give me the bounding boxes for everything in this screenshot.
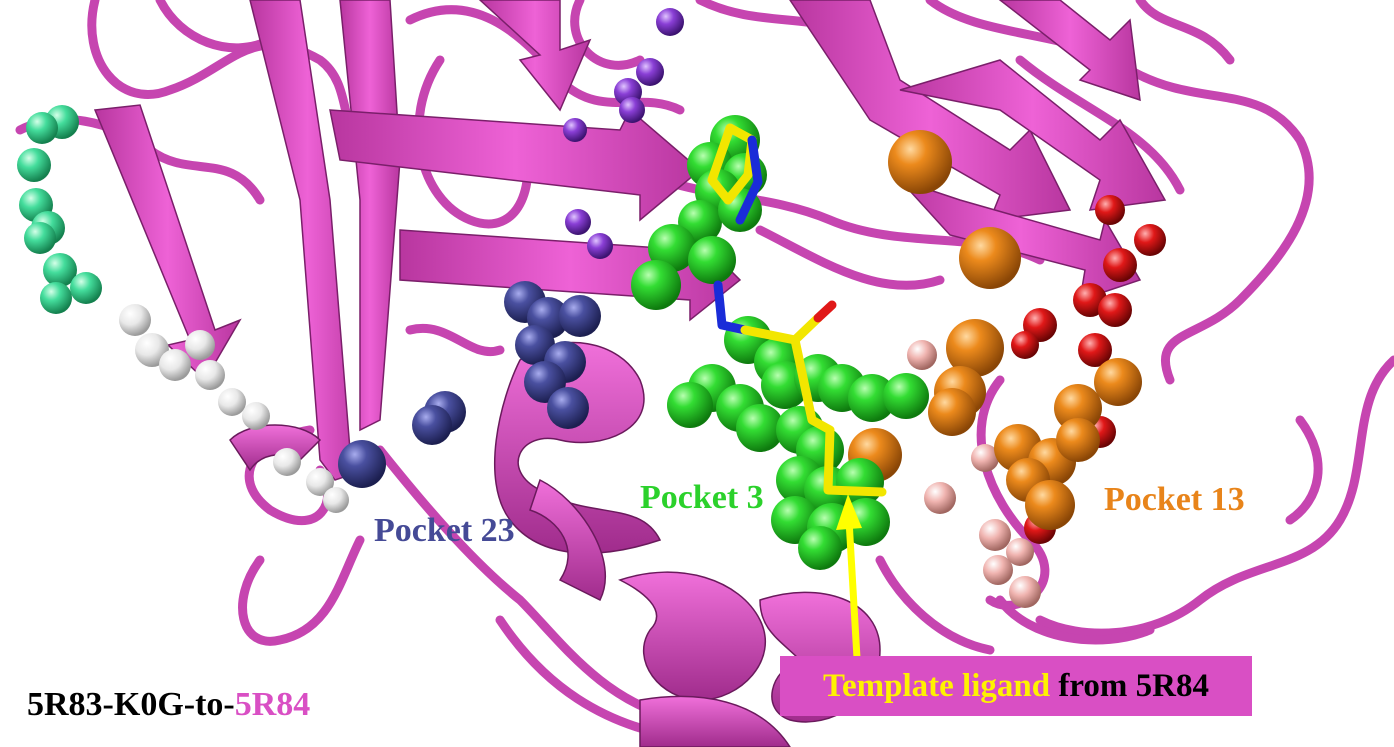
pocket-13-label: Pocket 13	[1104, 481, 1245, 518]
template-ligand-sticks	[707, 123, 887, 497]
structure-caption: 5R83-K0G-to-5R84	[27, 688, 310, 722]
arrow-icon	[836, 494, 862, 659]
pocket-3-label: Pocket 3	[640, 479, 764, 516]
caption-prefix: 5R83-K0G-to-	[27, 686, 235, 723]
template-ligand-text: Template ligand	[823, 667, 1051, 704]
caption-target-id: 5R84	[234, 686, 311, 723]
pocket-23-label: Pocket 23	[374, 512, 515, 549]
template-source-text: from 5R84	[1050, 667, 1209, 704]
teal-sphere-cluster	[17, 105, 102, 314]
white-sphere-cluster	[119, 304, 349, 513]
violet-sphere-cluster	[563, 8, 684, 259]
pocket-13-spheres	[848, 130, 1142, 530]
template-ligand-label-box: Template ligand from 5R84	[780, 656, 1252, 716]
pocket-23-spheres	[338, 281, 601, 488]
pink-sphere-cluster	[907, 340, 1041, 608]
